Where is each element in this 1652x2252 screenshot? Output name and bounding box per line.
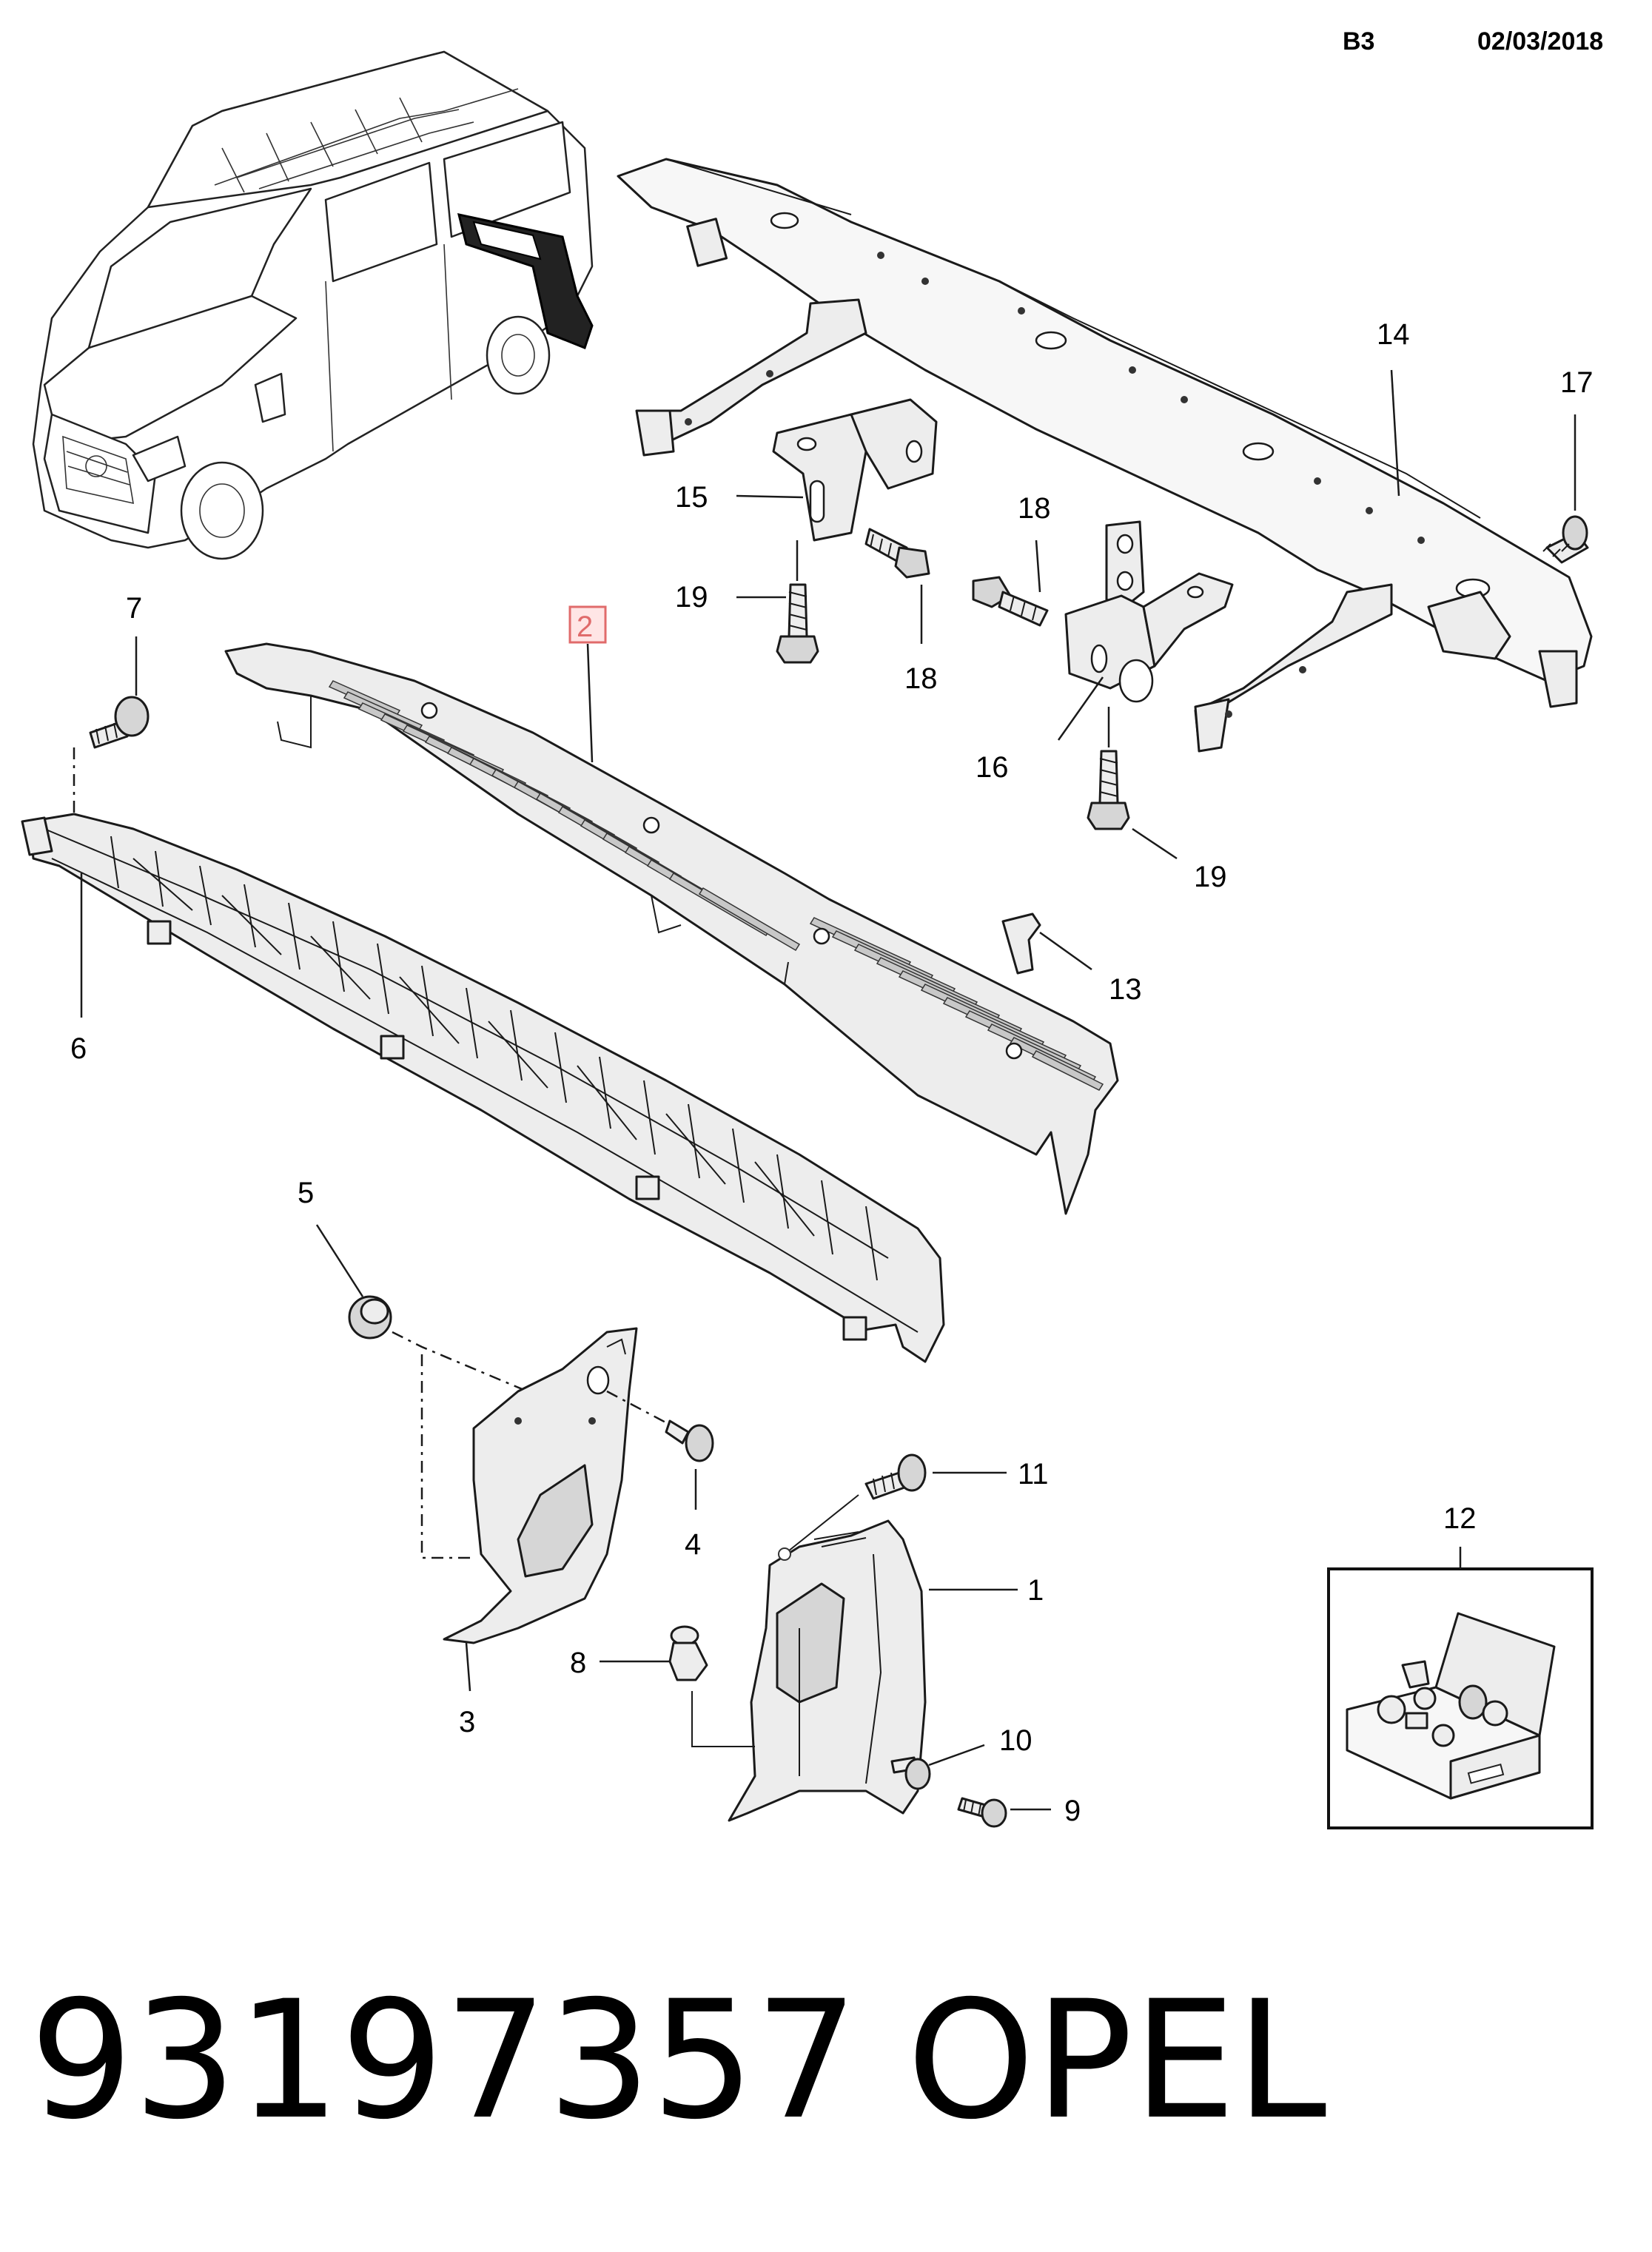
part-17-screw: [1542, 515, 1589, 564]
part-16-hinge-bracket: [1064, 520, 1234, 703]
callout-18-upper: 18: [1018, 492, 1051, 525]
part-5-nut: [348, 1295, 392, 1340]
callout-13: 13: [1109, 973, 1142, 1006]
callout-14: 14: [1377, 318, 1410, 351]
callout-2-highlight-box: [568, 605, 607, 644]
callout-19-upper: 19: [675, 581, 708, 614]
callout-15: 15: [675, 481, 708, 514]
part-1-side-bracket: [728, 1519, 927, 1822]
callout-3: 3: [459, 1706, 475, 1738]
part-3-side-bracket: [443, 1327, 638, 1644]
part-4-screw: [665, 1419, 714, 1462]
part-19-screw-a: [776, 583, 819, 664]
part-18-bolt-b: [972, 576, 1049, 627]
callout-9: 9: [1064, 1795, 1081, 1827]
callout-1: 1: [1027, 1574, 1044, 1607]
part-9-screw: [957, 1797, 1007, 1828]
part-2-step-cover: [224, 642, 1119, 1215]
callout-16: 16: [976, 751, 1009, 784]
part-15-bracket: [772, 398, 938, 542]
part-18-bolt-a: [864, 528, 930, 579]
page-date: 02/03/2018: [1477, 27, 1603, 56]
part-8-clip: [668, 1625, 708, 1681]
page-code: B3: [1343, 27, 1374, 56]
callout-17: 17: [1560, 366, 1594, 399]
callout-5: 5: [298, 1177, 314, 1209]
callout-4: 4: [685, 1528, 701, 1561]
part-13-clip: [1001, 912, 1041, 975]
part-10-fastener: [890, 1756, 931, 1790]
part-7-screw: [89, 696, 150, 749]
part-14-support-rail: [617, 158, 1593, 753]
part-number-label: 93197357: [30, 1966, 859, 2155]
callout-7: 7: [126, 592, 142, 625]
part-11-screw: [864, 1453, 927, 1500]
brand-label: OPEL: [907, 1966, 1326, 2155]
step-cover-ribs: [328, 680, 1104, 1091]
callout-18-lower: 18: [904, 662, 938, 695]
callout-6: 6: [70, 1032, 87, 1065]
part-6-support-frame: [21, 813, 945, 1363]
callout-12: 12: [1443, 1502, 1477, 1535]
van-location-illustration: [32, 50, 594, 560]
callout-8: 8: [570, 1647, 586, 1679]
callout-2: 2: [577, 611, 593, 643]
part-19-screw-b: [1087, 750, 1130, 830]
callout-11: 11: [1018, 1458, 1049, 1490]
callout-19-lower: 19: [1194, 861, 1227, 893]
callout-10: 10: [999, 1724, 1032, 1757]
part-12-kit-box: [1327, 1567, 1594, 1829]
